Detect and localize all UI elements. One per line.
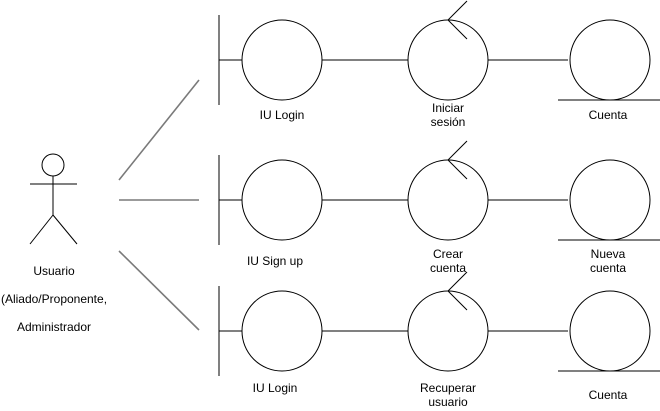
row-2 [218,140,660,245]
control-arrow-row-2 [447,140,468,180]
boundary-circle-row-1[interactable] [241,19,323,101]
boundary-label-row-1: IU Login [259,108,305,122]
control-label-row-3: Recuperar usuario [419,381,477,409]
actor-label-line-1: Usuario [33,264,75,278]
entity-label-row-3: Cuenta [588,388,628,402]
entity-label-row-1: Cuenta [588,108,628,122]
actor-label-line-2: (Aliado/Proponente, [0,292,108,306]
control-circle-row-3[interactable] [407,290,489,372]
control-circle-row-1[interactable] [407,19,489,101]
actor-connectors [118,79,200,331]
boundary-circle-row-2[interactable] [241,159,323,241]
connector-actor-row-3[interactable] [118,250,200,331]
row-3 [218,271,660,376]
control-circle-row-2[interactable] [407,159,489,241]
entity-circle-row-1[interactable] [569,19,651,101]
actor-leg-right [52,214,78,245]
actor-label-line-3: Administrador [16,320,92,334]
boundary-circle-row-3[interactable] [241,290,323,372]
control-label-row-1: Iniciar sesión [430,101,466,129]
actor-head [41,153,65,177]
control-label-row-2: Crear cuenta [429,247,467,275]
entity-circle-row-3[interactable] [569,290,651,372]
control-arrow-row-3 [447,271,468,311]
row-1 [218,0,660,105]
entity-label-row-2: Nueva cuenta [589,247,627,275]
boundary-label-row-3: IU Login [252,381,298,395]
actor-label: Usuario (Aliado/Proponente, Administrado… [0,250,108,348]
actor-figure[interactable] [29,153,78,245]
entity-circle-row-2[interactable] [569,159,651,241]
control-arrow-row-1 [447,0,468,40]
connector-actor-row-1[interactable] [118,79,200,181]
actor-leg-left [29,214,54,245]
boundary-label-row-2: IU Sign up [246,254,304,268]
